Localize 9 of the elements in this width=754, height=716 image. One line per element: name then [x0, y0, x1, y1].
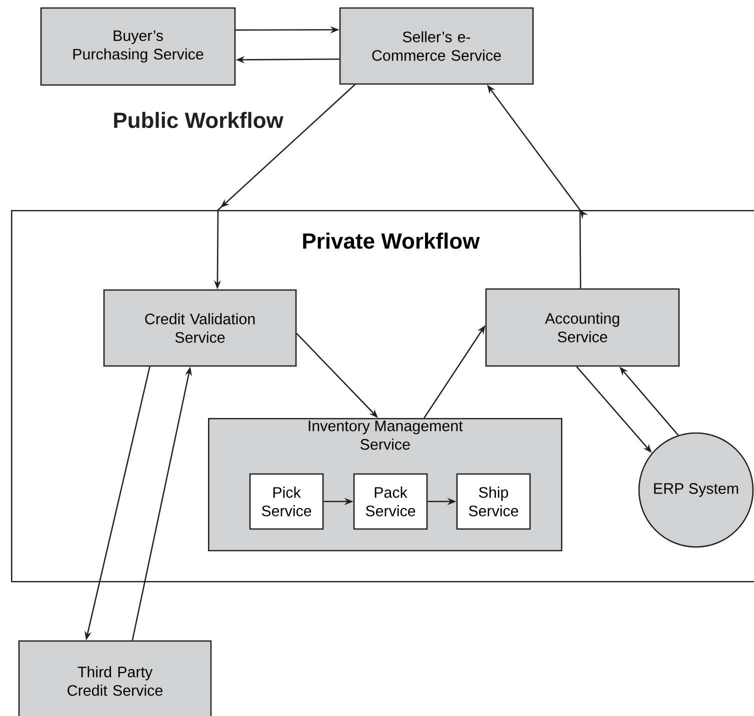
service-box: Seller’s e-Commerce Service	[339, 7, 534, 85]
section-heading: Public Workflow	[114, 112, 284, 128]
step-box: Pick Service	[249, 473, 324, 530]
service-box: Buyer’s Purchasing Service	[40, 7, 236, 86]
service-box: Credit Validation Service	[103, 289, 297, 367]
service-box: Third Party Credit Service	[18, 640, 212, 716]
step-box: Ship Service	[456, 473, 531, 530]
step-box: Pack Service	[353, 473, 428, 530]
service-box: Accounting Service	[485, 288, 680, 367]
